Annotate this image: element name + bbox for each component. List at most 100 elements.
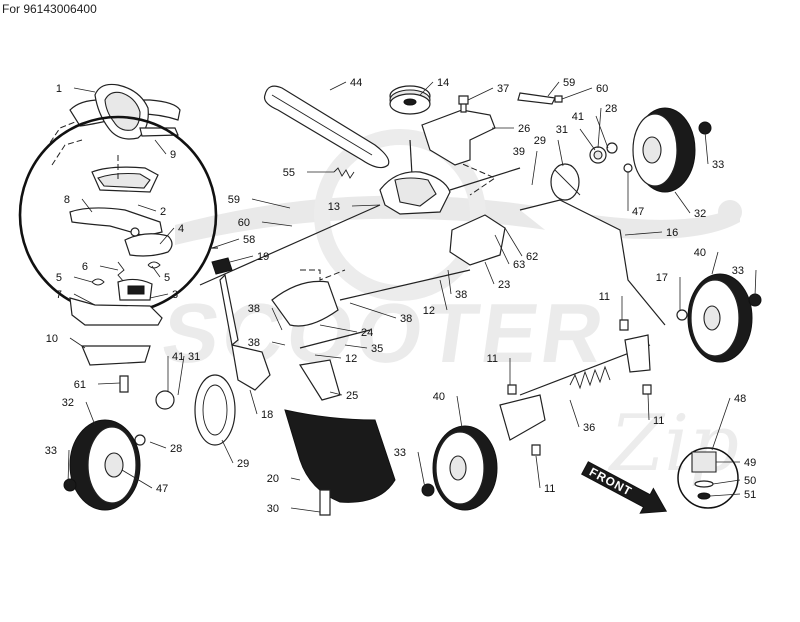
leader-line <box>674 191 691 214</box>
callout-label: 55 <box>283 167 295 179</box>
front-axle <box>499 334 651 441</box>
leader-line <box>221 439 234 464</box>
bolt-top <box>554 95 563 103</box>
callout-label: 37 <box>497 83 509 95</box>
leader-line <box>154 139 167 155</box>
callout-label: 11 <box>599 291 610 303</box>
callout-label: 18 <box>261 409 273 421</box>
callout-label: 6 <box>82 261 88 273</box>
callout-label: 19 <box>257 251 269 263</box>
leader-line <box>456 395 463 429</box>
callout-label: 29 <box>534 135 546 147</box>
callout-label: 41 <box>172 351 184 363</box>
leader-line <box>417 451 426 489</box>
leader-line <box>351 204 381 207</box>
leader-line <box>249 389 258 415</box>
callout-label: 28 <box>170 443 182 455</box>
leader-line <box>547 81 560 97</box>
callout-label: 32 <box>62 397 74 409</box>
plate-top <box>517 92 556 105</box>
leader-line <box>73 87 96 93</box>
callout-label: 51 <box>744 489 756 501</box>
leader-line <box>561 87 593 100</box>
callout-label: 38 <box>248 303 260 315</box>
callout-label: 14 <box>437 77 449 89</box>
callout-label: 23 <box>498 279 510 291</box>
callout-label: 28 <box>605 103 617 115</box>
front-wheel-right <box>676 273 762 363</box>
leader-line <box>711 397 731 451</box>
callout-label: 50 <box>744 475 756 487</box>
callout-label: 20 <box>267 473 279 485</box>
callout-label: 40 <box>694 247 706 259</box>
leader-line <box>229 255 254 263</box>
callout-label: 11 <box>653 415 664 427</box>
leader-line <box>569 399 580 428</box>
transmission <box>199 139 521 286</box>
callout-label: 5 <box>164 272 170 284</box>
callout-label: 16 <box>666 227 678 239</box>
leader-line <box>177 355 185 396</box>
front-wheel-left <box>421 425 498 511</box>
page-header: For 96143006400 <box>2 2 97 16</box>
bolt-61 <box>119 375 129 393</box>
plate-10 <box>81 345 151 366</box>
leader-line <box>494 234 510 265</box>
leader-line <box>709 493 741 497</box>
callout-label: 40 <box>433 391 445 403</box>
leader-line <box>81 198 93 213</box>
leader-line <box>251 198 291 209</box>
leader-line <box>211 238 240 249</box>
callout-label: 2 <box>160 206 166 218</box>
leader-line <box>535 455 541 489</box>
bolt-37 <box>458 95 469 113</box>
leader-line <box>149 293 169 299</box>
leader-line <box>329 81 347 91</box>
leader-line <box>314 354 342 359</box>
callout-label: 39 <box>513 146 525 158</box>
rear-wheel-left <box>63 419 141 511</box>
callout-label: 25 <box>346 390 358 402</box>
callout-label: 13 <box>328 201 340 213</box>
callout-label: 33 <box>712 159 724 171</box>
spring <box>333 167 355 179</box>
callout-label: 8 <box>64 194 70 206</box>
callout-label: 33 <box>394 447 406 459</box>
callout-label: 61 <box>74 379 86 391</box>
callout-label: 60 <box>238 217 250 229</box>
callout-label: 36 <box>583 422 595 434</box>
leader-line <box>290 477 301 481</box>
leader-line <box>624 231 663 236</box>
callout-label: 44 <box>350 77 362 89</box>
leader-line <box>151 265 161 278</box>
leader-line <box>467 87 494 101</box>
right-gear-stack <box>550 142 633 201</box>
callout-label: 38 <box>400 313 412 325</box>
leader-line <box>349 302 397 319</box>
leader-line <box>329 391 343 396</box>
leader-line <box>712 479 741 485</box>
leader-line <box>344 344 368 349</box>
callout-label: 48 <box>734 393 746 405</box>
callout-label: 30 <box>267 503 279 515</box>
leader-line <box>595 115 609 149</box>
callout-label: 38 <box>248 337 260 349</box>
callout-label: 26 <box>518 123 530 135</box>
rear-axle <box>299 329 371 349</box>
adjuster-knob <box>677 447 739 509</box>
leader-line <box>85 401 96 426</box>
callout-label: 7 <box>56 289 62 301</box>
callout-label: 59 <box>563 77 575 89</box>
leader-line <box>419 81 434 96</box>
callout-label: 17 <box>656 272 668 284</box>
callout-label: 47 <box>156 483 168 495</box>
leader-line <box>704 131 709 165</box>
rear-wheel-right <box>632 107 712 193</box>
leader-line <box>121 469 153 489</box>
leader-line <box>439 279 448 311</box>
pulley <box>389 85 431 115</box>
leader-line <box>504 227 523 257</box>
height-lever <box>210 247 271 391</box>
leader-line <box>579 128 596 151</box>
